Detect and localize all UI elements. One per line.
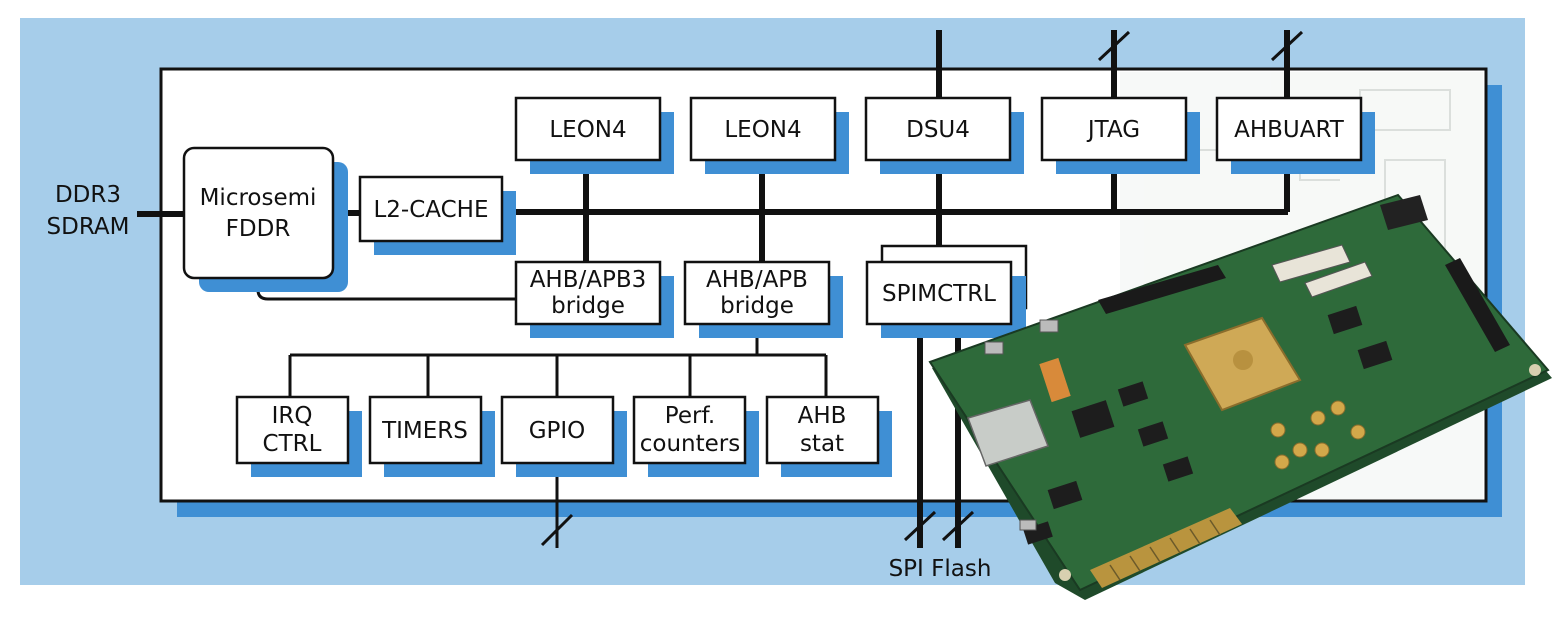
block-dsu4: DSU4 [864, 96, 1024, 174]
ahbstat-label-1: AHB [798, 403, 847, 429]
irqctrl-label-1: IRQ [272, 403, 313, 429]
ddr3-label-2: SDRAM [47, 214, 130, 240]
block-leon4-b: LEON4 [689, 96, 849, 174]
jtag-label: JTAG [1086, 117, 1140, 143]
leon4-a-label: LEON4 [549, 117, 626, 143]
dsu4-label: DSU4 [906, 117, 970, 143]
block-ahb-apb3-bridge: AHB/APB3 bridge [514, 260, 674, 338]
perf-label-2: counters [640, 431, 740, 457]
block-ahbstat: AHB stat [765, 395, 892, 477]
block-leon4-a: LEON4 [514, 96, 674, 174]
perf-label-1: Perf. [665, 403, 715, 429]
ddr3-label-1: DDR3 [55, 182, 121, 208]
block-fddr: Microsemi FDDR [182, 146, 348, 292]
ahbstat-label-2: stat [800, 431, 844, 457]
irqctrl-label-2: CTRL [263, 431, 322, 457]
block-jtag: JTAG [1040, 96, 1200, 174]
spi-flash-label: SPI Flash [889, 556, 992, 582]
block-gpio: GPIO [500, 395, 627, 477]
block-ahb-apb-bridge: AHB/APB bridge [683, 260, 843, 338]
block-timers: TIMERS [368, 395, 495, 477]
spimctrl-label: SPIMCTRL [882, 281, 996, 307]
leon4-b-label: LEON4 [724, 117, 801, 143]
apb3-bridge-label-2: bridge [551, 293, 625, 319]
apb3-bridge-label-1: AHB/APB3 [530, 267, 647, 293]
fpga-dev-board-photo [928, 193, 1552, 600]
l2cache-label: L2-CACHE [373, 197, 488, 223]
block-perf-counters: Perf. counters [632, 395, 759, 477]
apb-bridge-label-1: AHB/APB [706, 267, 808, 293]
apb-bridge-label-2: bridge [720, 293, 794, 319]
fddr-label-2: FDDR [226, 216, 291, 242]
wires [137, 30, 1304, 548]
block-irqctrl: IRQ CTRL [235, 395, 362, 477]
block-ahbuart: AHBUART [1215, 96, 1375, 174]
gpio-label: GPIO [529, 418, 586, 444]
ahbuart-label: AHBUART [1234, 117, 1345, 143]
fddr-label-1: Microsemi [200, 185, 317, 211]
block-l2-cache: L2-CACHE [358, 175, 516, 255]
block-spimctrl: SPIMCTRL [865, 244, 1028, 338]
timers-label: TIMERS [381, 418, 468, 444]
